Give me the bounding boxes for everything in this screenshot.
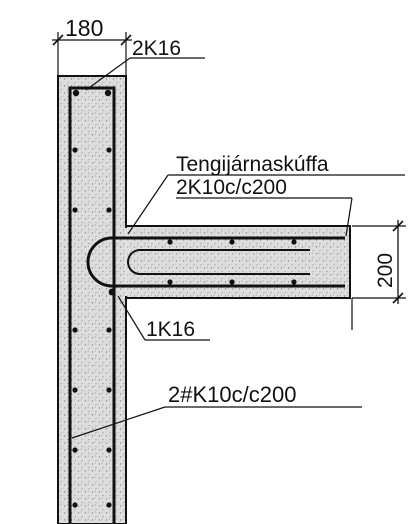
wall-bar-dots <box>72 147 112 508</box>
top-bar-dot <box>104 89 112 97</box>
label-top-bars: 2K16 <box>132 37 181 60</box>
slab-bar-dots <box>167 239 297 285</box>
wall-top-ubar <box>68 86 116 110</box>
leader-slab-bars <box>345 197 353 237</box>
leader-wall-mesh <box>71 406 166 439</box>
slab-hairpin-bar <box>86 236 345 288</box>
corner-bar-dot <box>108 288 116 296</box>
label-wall-mesh: 2#K10c/c200 <box>168 382 296 407</box>
leader-connector <box>127 174 169 235</box>
leader-corner-bar <box>117 295 146 341</box>
leader-top-bars <box>85 57 131 91</box>
label-connector: Tengijárnaskúffa <box>176 153 329 176</box>
dimension-label-thickness: 200 <box>374 253 397 288</box>
wall-concrete <box>57 75 127 524</box>
label-corner-bar: 1K16 <box>146 318 195 341</box>
slab-inner-bar <box>127 249 310 275</box>
label-slab-bars: 2K10c/c200 <box>176 176 287 199</box>
dimension-label-width: 180 <box>65 15 103 41</box>
top-bar-dot <box>72 89 80 97</box>
